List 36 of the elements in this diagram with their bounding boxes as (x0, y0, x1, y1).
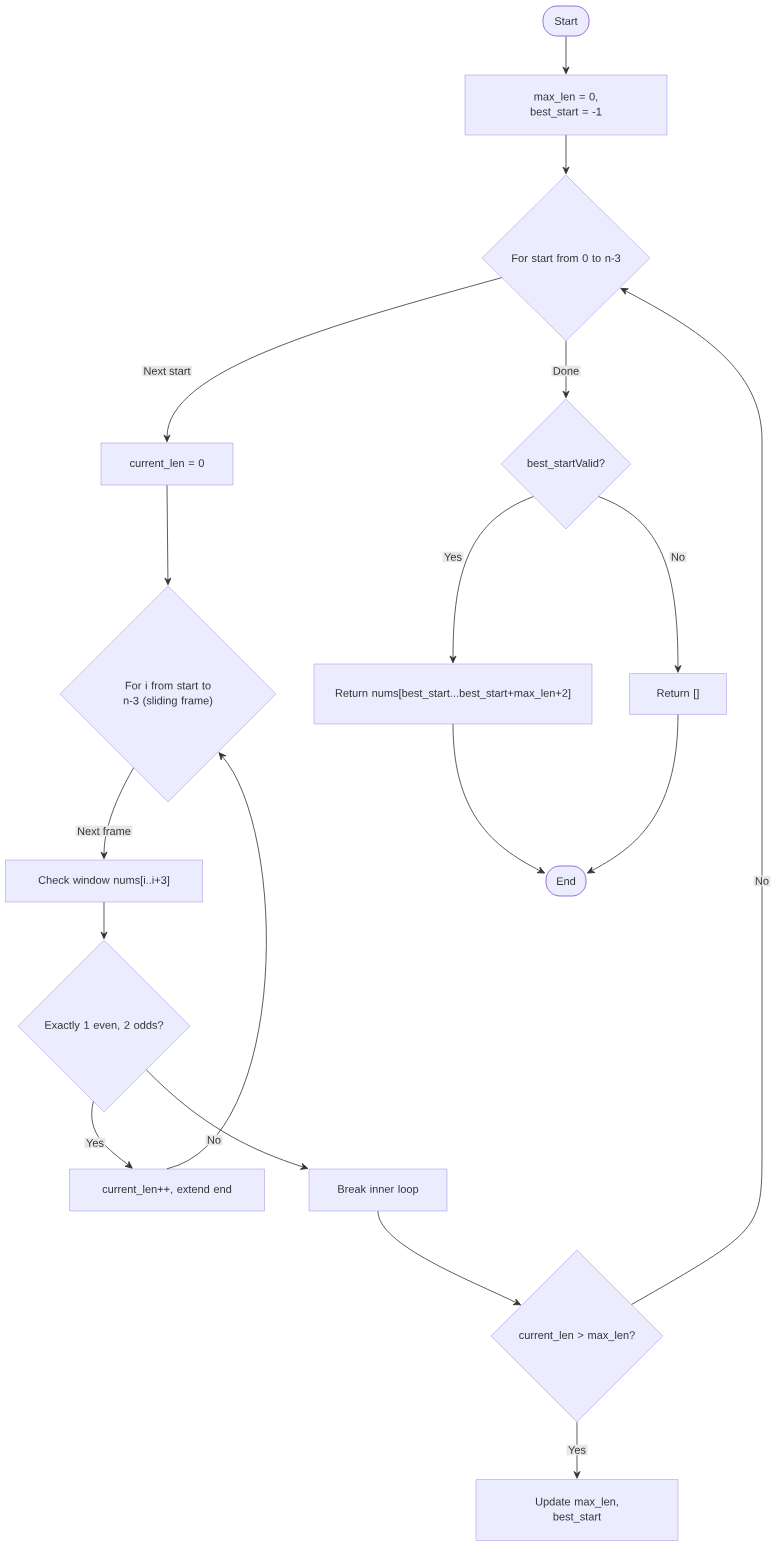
edge-label: Next start (141, 365, 193, 377)
edge-label: Done (551, 365, 581, 377)
arrow (598, 496, 682, 673)
arrow (377, 1210, 522, 1306)
arrow (562, 36, 570, 75)
edge-label: Next frame (75, 825, 133, 837)
terminal-node: Start (542, 5, 590, 37)
arrow (562, 340, 570, 399)
process-box: Return [] (629, 673, 727, 715)
arrow (620, 287, 763, 1305)
arrow (166, 752, 267, 1170)
arrow (163, 277, 503, 443)
arrow (452, 723, 545, 874)
process-box: Break inner loop (308, 1168, 448, 1212)
arrow (145, 1069, 309, 1170)
edge-label: No (669, 551, 687, 563)
process-box: Check window nums[i..i+3] (5, 859, 203, 903)
process-box: Return nums[best_start...best_start+max_len+2] (313, 663, 593, 725)
arrow (562, 134, 570, 175)
arrow (100, 767, 134, 860)
arrow (449, 496, 534, 664)
process-box: max_len = 0, best_start = -1 (464, 74, 668, 136)
arrow (100, 901, 108, 940)
process-box: Update max_len, best_start (475, 1479, 679, 1541)
terminal-node: End (545, 865, 587, 897)
edge-label: No (753, 875, 771, 887)
arrow (164, 484, 172, 586)
process-box: current_len++, extend end (69, 1168, 265, 1212)
arrow (586, 714, 679, 874)
arrow (573, 1421, 581, 1479)
arrow (91, 1101, 133, 1169)
edge-label: Yes (442, 551, 464, 563)
process-box: current_len = 0 (100, 442, 234, 486)
edge-label: No (205, 1134, 223, 1146)
edge-label: Yes (84, 1137, 106, 1149)
edge-label: Yes (566, 1444, 588, 1456)
